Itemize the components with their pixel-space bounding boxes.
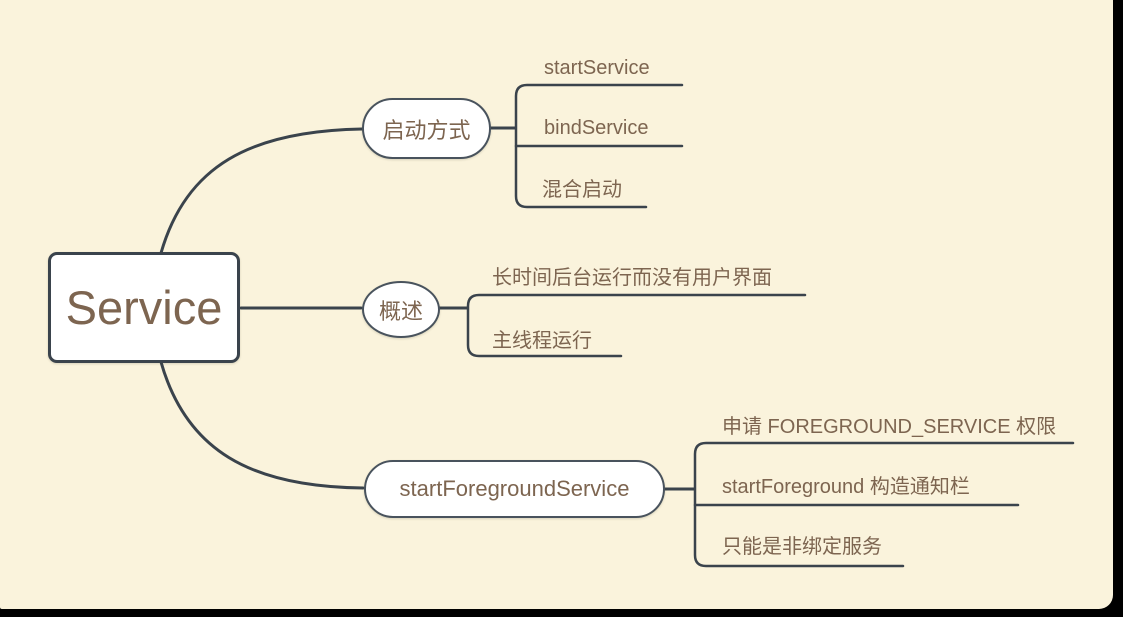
branch-node-startup-method[interactable]: 启动方式	[362, 98, 491, 159]
branch-node-start-foreground-service[interactable]: startForegroundService	[364, 460, 665, 518]
child-node-bindservice[interactable]: bindService	[544, 117, 649, 139]
root-node-service[interactable]: Service	[48, 252, 240, 363]
branch-node-label: 概述	[378, 298, 423, 324]
connector-layer	[159, 83, 1075, 568]
child-node-startforeground-notification[interactable]: startForeground 构造通知栏	[722, 476, 970, 498]
child-node-mixed-start[interactable]: 混合启动	[542, 179, 622, 201]
root-node-label: Service	[65, 281, 223, 334]
edge-root-to-branch-startup	[159, 127, 364, 255]
branch-node-label: startForegroundService	[399, 476, 630, 501]
branch-node-label: 启动方式	[382, 117, 471, 143]
child-node-main-thread[interactable]: 主线程运行	[492, 330, 592, 352]
mindmap-canvas: Service 启动方式 概述 startForegroundService s…	[0, 0, 1113, 609]
branch-node-overview[interactable]: 概述	[362, 281, 440, 338]
child-node-foreground-service-permission[interactable]: 申请 FOREGROUND_SERVICE 权限	[722, 416, 1057, 438]
bracket-branch-overview	[466, 293, 807, 358]
edge-root-to-branch-foreground	[159, 360, 365, 490]
child-node-unbound-service-only[interactable]: 只能是非绑定服务	[722, 536, 882, 558]
child-node-startservice[interactable]: startService	[544, 57, 650, 79]
child-node-long-background-no-ui[interactable]: 长时间后台运行而没有用户界面	[492, 267, 772, 289]
